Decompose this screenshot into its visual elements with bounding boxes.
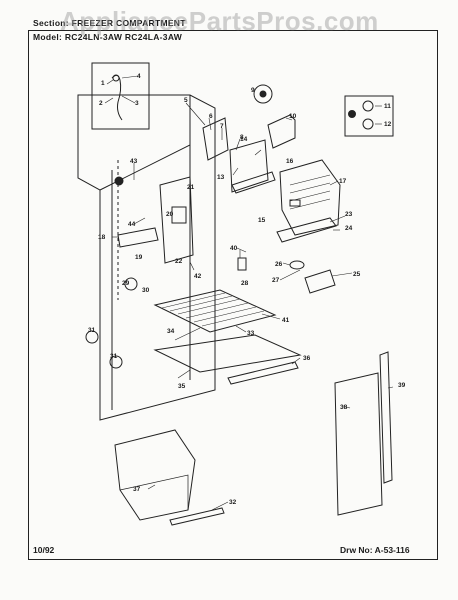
part-label-11: 11 xyxy=(384,103,391,110)
slide-18 xyxy=(117,227,159,248)
part-label-6: 6 xyxy=(209,113,213,120)
part-label-22: 22 xyxy=(175,258,183,265)
part-label-41: 41 xyxy=(282,317,290,324)
diagram-frame xyxy=(28,30,438,560)
drawing-number: Drw No: A-53-116 xyxy=(340,545,410,555)
part-label-8: 8 xyxy=(240,134,244,141)
bracket-10 xyxy=(267,114,296,149)
fastener-11-icon xyxy=(362,100,374,112)
part-25-bracket xyxy=(304,269,336,294)
callout-circle-31a xyxy=(85,330,99,344)
part-26-grommet xyxy=(289,260,305,270)
duct-panel-22 xyxy=(159,176,194,264)
revision-date: 10/92 xyxy=(33,545,55,555)
shelf-wires xyxy=(161,292,265,327)
part-label-34: 34 xyxy=(167,328,175,335)
damper-base-15 xyxy=(231,171,276,194)
inset-box-hinge xyxy=(91,62,150,130)
part-label-15: 15 xyxy=(258,217,266,224)
part-label-32: 32 xyxy=(229,499,237,506)
inset-box-fasteners xyxy=(344,95,394,137)
leader-lines xyxy=(104,75,394,511)
shelf-33 xyxy=(153,289,277,333)
part-label-40: 40 xyxy=(230,245,238,252)
part-label-3: 3 xyxy=(135,100,139,107)
part-label-18: 18 xyxy=(98,234,106,241)
damper-plate-16 xyxy=(229,139,269,193)
site-watermark: AppliancePartsPros.com xyxy=(60,6,379,36)
cover-slot xyxy=(289,199,301,207)
part-label-14: 14 xyxy=(240,136,248,143)
cabinet-liner xyxy=(77,94,216,421)
part-label-13: 13 xyxy=(217,174,225,181)
part-label-33: 33 xyxy=(247,330,255,337)
part-label-39: 39 xyxy=(398,382,406,389)
inset-hinge-part xyxy=(111,74,123,121)
part-29-knob xyxy=(124,277,138,291)
part-label-37: 37 xyxy=(133,486,141,493)
bracket-23 xyxy=(276,217,337,243)
part-label-28: 28 xyxy=(241,280,249,287)
trim-strip-36 xyxy=(227,361,299,385)
part-label-31: 31 xyxy=(88,327,96,334)
part-28-clip xyxy=(237,257,247,271)
part-label-12: 12 xyxy=(384,121,392,128)
part-label-4: 4 xyxy=(137,73,141,80)
part-label-38: 38 xyxy=(340,404,348,411)
model-line: Model: RC24LN-3AW RC24LA-3AW xyxy=(33,32,183,42)
inset-screw xyxy=(112,74,120,82)
part-label-24: 24 xyxy=(345,225,353,232)
part-label-30: 30 xyxy=(142,287,150,294)
door-panel-38 xyxy=(334,372,383,516)
part-label-25: 25 xyxy=(353,271,361,278)
part-label-31-second: 31 xyxy=(110,353,118,360)
part-label-1: 1 xyxy=(101,80,105,87)
duct-opening xyxy=(171,206,187,224)
evaporator-cover-17 xyxy=(279,159,341,236)
section-title: Section: FREEZER COMPARTMENT xyxy=(33,18,186,28)
part-label-29: 29 xyxy=(122,280,130,287)
screw-9-icon xyxy=(259,90,267,98)
crisper-cover-35 xyxy=(153,334,302,373)
bullet-marker xyxy=(348,110,356,118)
part-label-42: 42 xyxy=(194,273,202,280)
ice-bin-37 xyxy=(114,429,196,521)
cover-louvers xyxy=(289,174,331,210)
strip-32 xyxy=(169,507,225,526)
part-label-17: 17 xyxy=(339,178,347,185)
part-label-10: 10 xyxy=(289,113,297,120)
callout-circle-31b xyxy=(109,355,123,369)
part-label-35: 35 xyxy=(178,383,186,390)
bullet-marker-cabinet xyxy=(114,176,124,186)
part-label-27: 27 xyxy=(272,277,280,284)
gasket-strip-39 xyxy=(379,351,393,484)
part-label-23: 23 xyxy=(345,211,353,218)
part-label-9: 9 xyxy=(251,87,255,94)
bin-front-edge xyxy=(119,474,189,510)
cabinet-inner-edge xyxy=(99,95,191,191)
part-label-26: 26 xyxy=(275,261,283,268)
damper-housing xyxy=(202,117,229,161)
part-label-5: 5 xyxy=(184,97,188,104)
part-label-19: 19 xyxy=(135,254,143,261)
part-label-21: 21 xyxy=(187,184,195,191)
part-label-20: 20 xyxy=(166,211,174,218)
part-label-16: 16 xyxy=(286,158,294,165)
part-label-2: 2 xyxy=(99,100,103,107)
part-label-36: 36 xyxy=(303,355,311,362)
callout-circle-9 xyxy=(253,84,273,104)
part-label-44: 44 xyxy=(128,221,136,228)
part-label-43: 43 xyxy=(130,158,138,165)
part-label-7: 7 xyxy=(220,123,224,130)
fastener-12-icon xyxy=(362,118,374,130)
